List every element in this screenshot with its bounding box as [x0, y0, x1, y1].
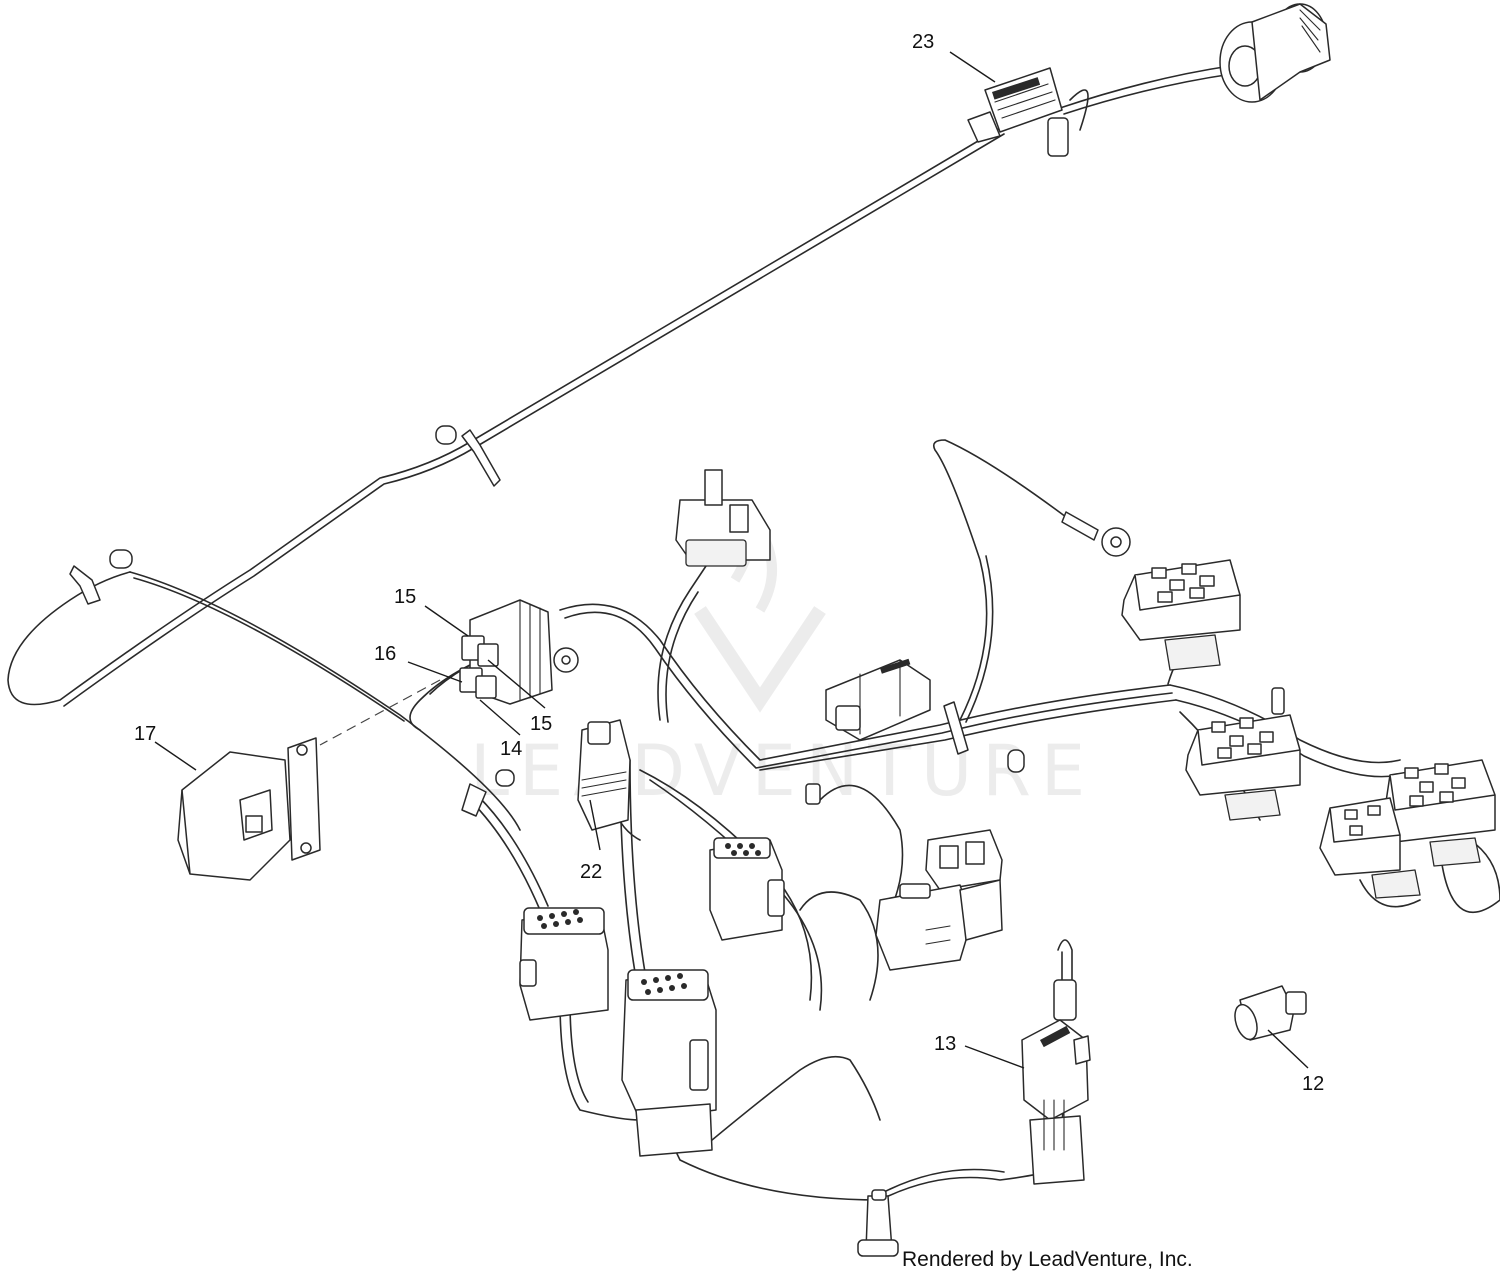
connector-23 — [967, 67, 1063, 143]
callout-15-top: 15 — [394, 586, 416, 608]
connector-22 — [577, 719, 631, 831]
callout-22: 22 — [580, 861, 602, 883]
callout-14: 14 — [500, 738, 522, 760]
round-plug — [1219, 3, 1331, 103]
mid-connector — [825, 658, 931, 741]
leader-lines — [154, 51, 1309, 1069]
fuse-holder — [459, 599, 579, 705]
multipin-connectors — [519, 837, 785, 1157]
watermark-text: LEADVENTURE — [470, 730, 1095, 812]
callout-16: 16 — [374, 643, 396, 665]
render-credit: Rendered by LeadVenture, Inc. — [902, 1248, 1193, 1271]
plug-12 — [1234, 985, 1307, 1041]
relay-blocks — [1121, 559, 1496, 899]
watermark: LEADVENTURE — [470, 506, 1095, 812]
ring-terminal — [1061, 511, 1131, 557]
callout-12: 12 — [1302, 1073, 1324, 1095]
connector-13 — [1021, 939, 1091, 1185]
callout-15-bottom: 15 — [530, 713, 552, 735]
callout-13: 13 — [934, 1033, 956, 1055]
right-centre-connectors — [875, 829, 1003, 971]
relay-17 — [177, 679, 441, 881]
callout-17: 17 — [134, 723, 156, 745]
top-relay-connector — [675, 469, 771, 567]
upper-harness — [7, 65, 1233, 831]
callout-labels: 23 15 16 15 14 17 22 13 12 — [134, 31, 1324, 1095]
callout-23: 23 — [912, 31, 934, 53]
